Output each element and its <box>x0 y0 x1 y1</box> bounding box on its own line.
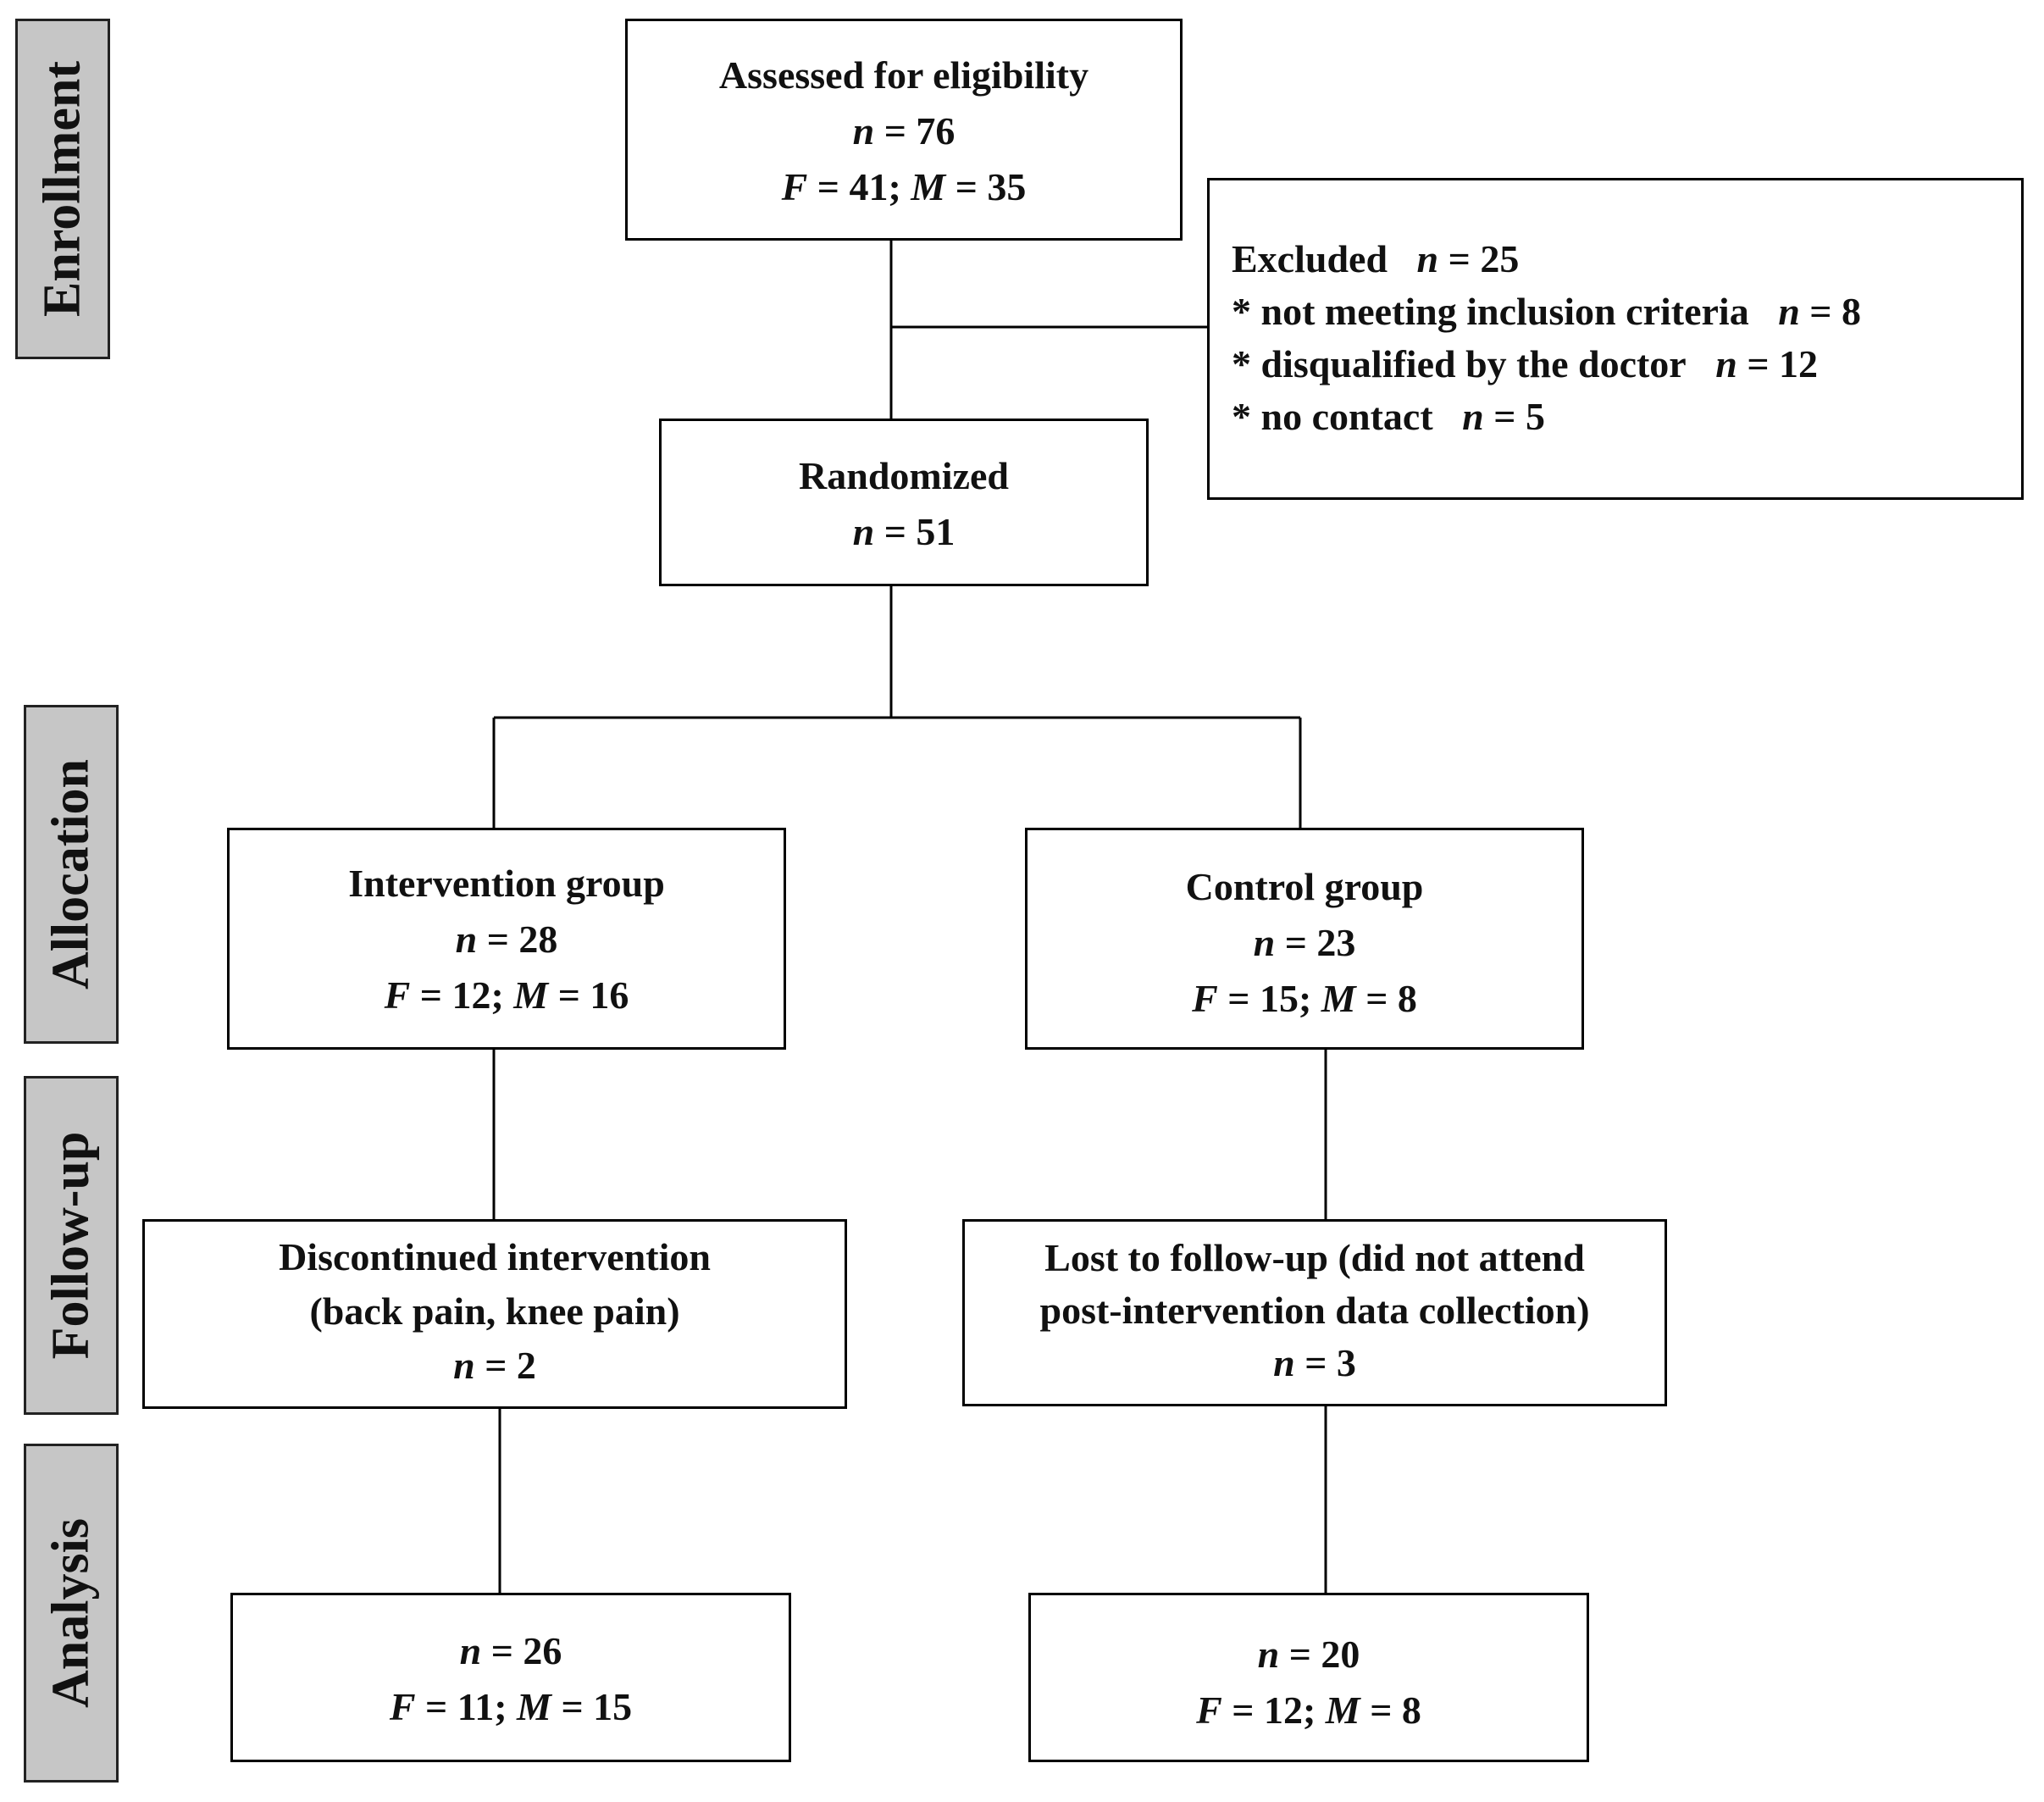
intervention-sex: F = 12; M = 16 <box>384 973 629 1017</box>
discontinued-n: n = 2 <box>453 1344 536 1387</box>
excluded-reason-doctor: * disqualified by the doctor n = 12 <box>1232 342 1819 385</box>
intervention-n: n = 28 <box>455 918 558 961</box>
assessed-n: n = 76 <box>852 109 956 152</box>
lost-box: Lost to follow-up (did not attend post-i… <box>962 1219 1667 1406</box>
analysis-intervention-n: n = 26 <box>459 1629 562 1672</box>
analysis-intervention-sex: F = 11; M = 15 <box>389 1685 633 1728</box>
assessed-title: Assessed for eligibility <box>718 53 1089 97</box>
excluded-box: Excluded n = 25 * not meeting inclusion … <box>1207 178 2024 500</box>
lost-line2: post-intervention data collection) <box>1039 1289 1590 1332</box>
assessed-box: Assessed for eligibility n = 76 F = 41; … <box>625 19 1183 241</box>
discontinued-line1: Discontinued intervention <box>279 1235 711 1278</box>
discontinued-box: Discontinued intervention (back pain, kn… <box>142 1219 847 1409</box>
analysis-control-box: n = 20 F = 12; M = 8 <box>1028 1593 1589 1762</box>
analysis-control-n: n = 20 <box>1257 1633 1360 1676</box>
lost-n: n = 3 <box>1273 1341 1356 1384</box>
control-n: n = 23 <box>1253 921 1356 964</box>
excluded-reason-contact: * no contact n = 5 <box>1232 395 1545 438</box>
excluded-title: Excluded n = 25 <box>1232 237 1520 280</box>
randomized-n: n = 51 <box>852 510 956 553</box>
control-box: Control group n = 23 F = 15; M = 8 <box>1025 828 1584 1050</box>
assessed-sex: F = 41; M = 35 <box>781 165 1027 208</box>
randomized-box: Randomized n = 51 <box>659 419 1149 586</box>
stage-enrollment: Enrollment <box>15 19 110 359</box>
stage-analysis: Analysis <box>24 1444 119 1783</box>
excluded-reason-inclusion: * not meeting inclusion criteria n = 8 <box>1232 290 1862 333</box>
discontinued-line2: (back pain, knee pain) <box>309 1289 680 1333</box>
control-sex: F = 15; M = 8 <box>1192 977 1417 1020</box>
intervention-box: Intervention group n = 28 F = 12; M = 16 <box>227 828 786 1050</box>
lost-line1: Lost to follow-up (did not attend <box>1044 1236 1585 1279</box>
stage-allocation: Allocation <box>24 705 119 1044</box>
analysis-intervention-box: n = 26 F = 11; M = 15 <box>230 1593 791 1762</box>
randomized-title: Randomized <box>799 454 1009 497</box>
stage-follow-up: Follow-up <box>24 1076 119 1415</box>
control-title: Control group <box>1185 865 1424 908</box>
analysis-control-sex: F = 12; M = 8 <box>1196 1688 1421 1732</box>
intervention-title: Intervention group <box>348 862 665 905</box>
